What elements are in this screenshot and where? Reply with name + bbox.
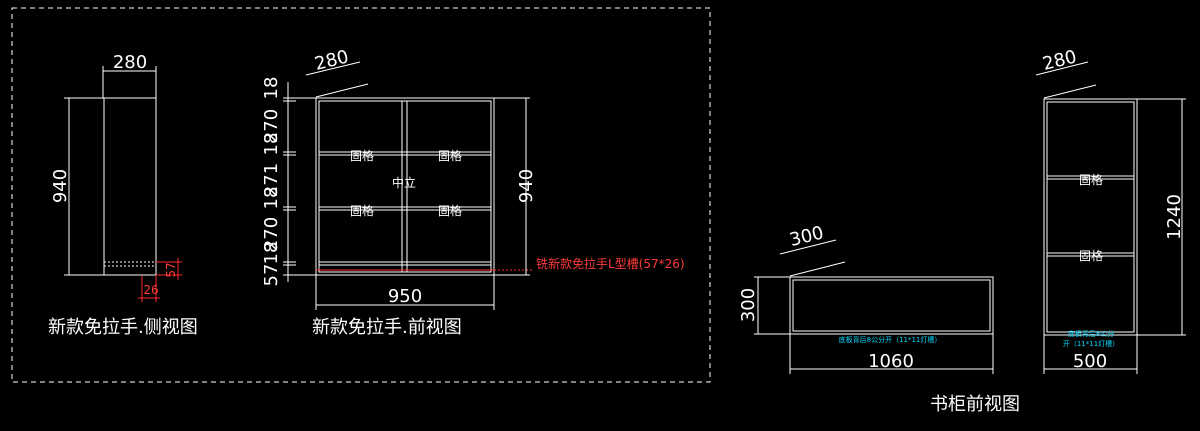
front-outer-frame xyxy=(315,97,495,276)
tall-note-line1: 底板背后8公分 xyxy=(1068,329,1114,338)
base-width-label: 1060 xyxy=(868,351,914,372)
front-shelf-label-3: 固格 xyxy=(350,203,374,218)
base-note: 底板背后8公分开（11*11灯槽） xyxy=(839,335,942,344)
tall-cabinet xyxy=(1043,98,1138,336)
side-panel xyxy=(103,97,157,276)
front-divider-label: 中立 xyxy=(392,175,416,190)
tall-depth-label: 280 xyxy=(1040,46,1078,75)
front-seg-0: 18 xyxy=(261,77,282,100)
side-slot-depth-label: 26 xyxy=(143,283,158,297)
bookcase-base-view: 300 300 底板背后8公分开（11*11灯槽） 1060 xyxy=(738,222,994,374)
side-depth-label: 280 xyxy=(113,52,147,73)
front-shelf-label-1: 固格 xyxy=(350,148,374,163)
tall-height-label: 1240 xyxy=(1164,194,1185,240)
tall-note-line2: 开（11*11灯槽） xyxy=(1063,339,1119,348)
tall-width-label: 500 xyxy=(1073,351,1107,372)
side-slot-height-label: 57 xyxy=(164,262,178,277)
side-view-caption: 新款免拉手.侧视图 xyxy=(48,317,198,338)
front-shelf-label-2: 固格 xyxy=(438,148,462,163)
front-width-label: 950 xyxy=(388,286,422,307)
front-view: 280 固格 固格 中立 固格 固格 xyxy=(261,46,685,338)
front-view-caption: 新款免拉手.前视图 xyxy=(312,317,462,338)
base-height-label: 300 xyxy=(738,288,759,322)
front-depth-label: 280 xyxy=(312,46,350,75)
base-cabinet xyxy=(789,276,994,335)
front-seg-2: 18 xyxy=(261,133,282,156)
front-height-label: 940 xyxy=(516,169,537,203)
front-seg-1: 270 xyxy=(261,109,282,143)
front-seg-4: 18 xyxy=(261,187,282,210)
front-shelf-label-4: 固格 xyxy=(438,203,462,218)
side-view: 280 940 57 26 新款免拉手.侧视图 xyxy=(48,52,198,338)
front-seg-5: 270 xyxy=(261,217,282,251)
tall-shelf-label-2: 固格 xyxy=(1079,248,1103,263)
front-seg-7: 57 xyxy=(261,264,282,287)
side-height-label: 940 xyxy=(50,169,71,203)
front-seg-6: 18 xyxy=(261,242,282,265)
front-seg-3: 271 xyxy=(261,163,282,197)
tall-shelf-label-1: 固格 xyxy=(1079,172,1103,187)
bookcase-tall-view: 280 固格 固格 1240 底板背后8公分 开（11*11灯槽） 500 xyxy=(1035,46,1186,374)
front-segment-ticks xyxy=(283,97,316,276)
base-depth-label: 300 xyxy=(787,222,825,251)
front-slot-note: 铣新款免拉手L型槽(57*26) xyxy=(536,256,685,271)
bookcase-caption: 书柜前视图 xyxy=(930,394,1020,415)
dashed-frame xyxy=(11,7,711,383)
